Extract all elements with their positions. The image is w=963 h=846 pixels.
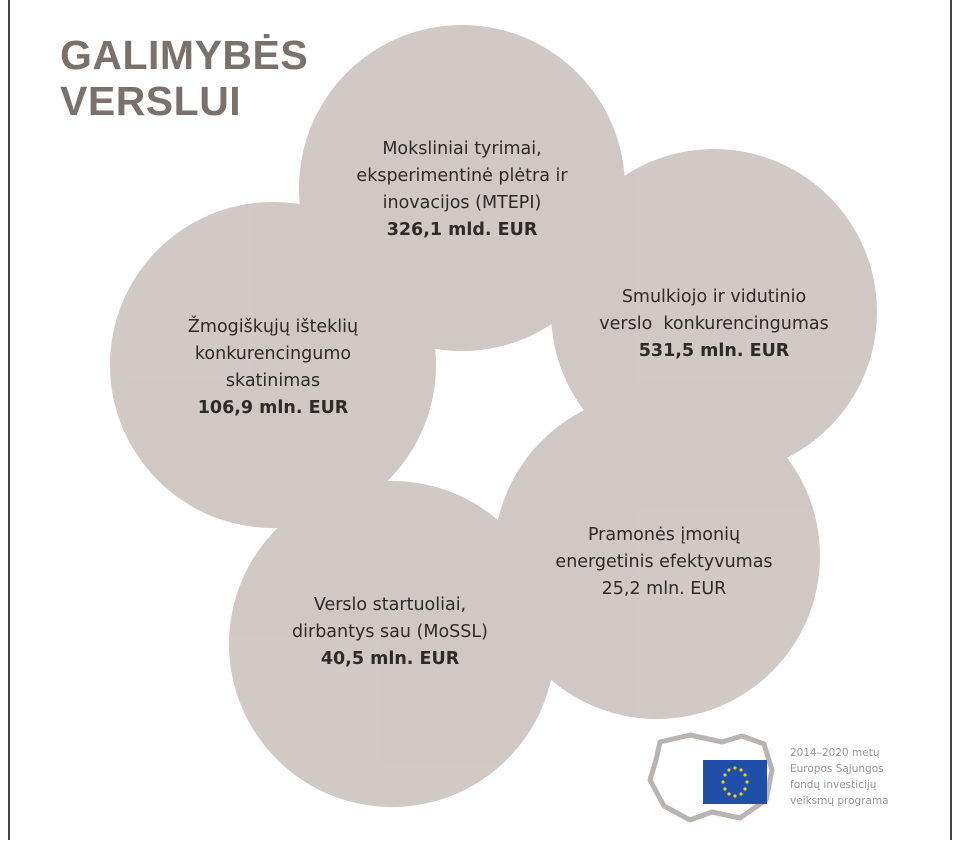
bubble-text-mtepi: Moksliniai tyrimai, eksperimentinė plėtr… — [312, 136, 612, 244]
bubble-text-smvk: Smulkiojo ir vidutinio verslo konkurenci… — [564, 284, 864, 365]
bubble-pie — [494, 393, 820, 719]
bubble-mossl — [229, 481, 555, 807]
bubble-text-mossl: Verslo startuoliai, dirbantys sau (MoSSL… — [240, 592, 540, 673]
title-line-1: GALIMYBĖS — [60, 32, 309, 78]
amount-zik: 106,9 mln. EUR — [197, 398, 349, 418]
page-frame — [8, 0, 952, 840]
amount-mossl: 40,5 mln. EUR — [320, 649, 460, 669]
bubble-smvk — [551, 149, 877, 475]
amount-smvk: 531,5 mln. EUR — [638, 341, 790, 361]
bubble-text-pie: Pramonės įmonių energetinis efektyvumas … — [514, 522, 814, 603]
page-title: GALIMYBĖS VERSLUI — [60, 32, 308, 124]
amount-mtepi: 326,1 mld. EUR — [386, 220, 538, 240]
eu-logo-caption: 2014–2020 metų Europos Sąjungos fondų in… — [790, 747, 889, 807]
eu-logo-graphic — [647, 732, 775, 823]
amount-pie: 25,2 mln. EUR — [601, 579, 727, 599]
bubble-text-zik: Žmogiškųjų išteklių konkurencingumo skat… — [123, 314, 423, 422]
lithuania-outline-icon — [647, 732, 775, 823]
bubble-zik — [110, 202, 436, 528]
eu-stars-icon — [721, 766, 749, 798]
title-line-2: VERSLUI — [60, 78, 242, 124]
